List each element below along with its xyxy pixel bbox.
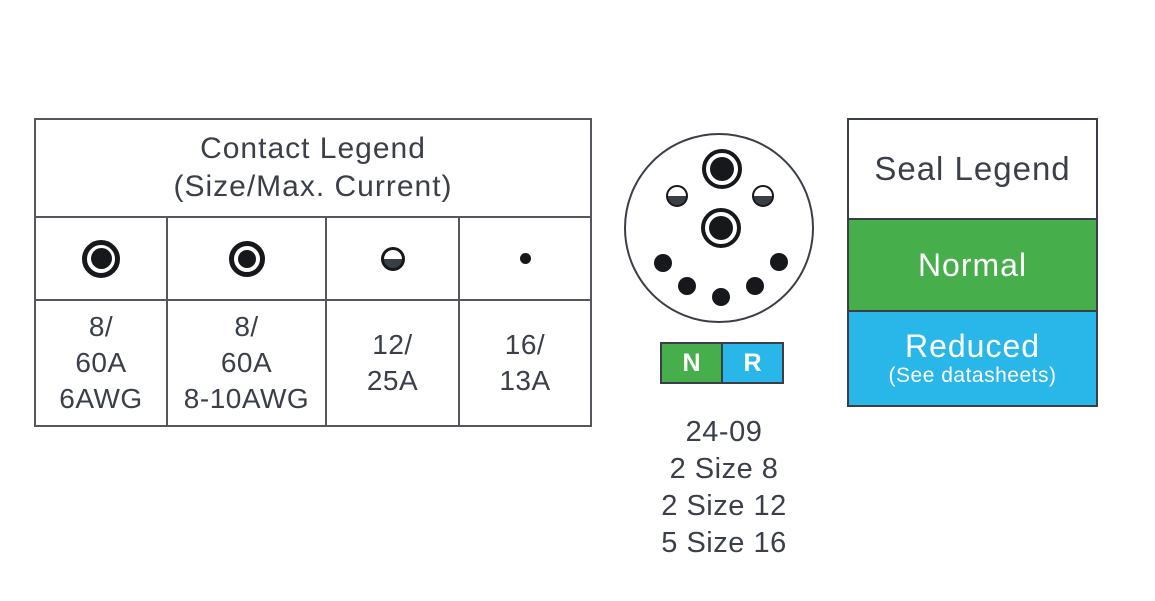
insert-arrangement-diagram xyxy=(624,133,814,323)
size16-contact-icon xyxy=(654,254,672,272)
seal-option-strip: N R xyxy=(660,342,784,384)
seal-reduced-label: Reduced xyxy=(904,328,1041,364)
size16-contact-icon xyxy=(712,288,730,306)
contact-spec-line: 60A xyxy=(220,347,273,378)
insert-size12-count: 2 Size 12 xyxy=(661,490,787,522)
insert-size8-count: 2 Size 8 xyxy=(669,453,779,485)
contact-symbol-cell xyxy=(168,218,327,301)
size16-contact-icon xyxy=(770,253,788,271)
contact-spec-line: 12/ xyxy=(372,329,413,360)
size16-contact-icon xyxy=(519,253,531,264)
contact-spec-cell: 12/ 25A xyxy=(327,301,460,425)
size8-contact-icon xyxy=(701,208,741,248)
contact-symbol-cell xyxy=(460,218,590,301)
contact-spec-line: 25A xyxy=(366,365,419,396)
contact-spec-line: 8/ xyxy=(234,311,259,342)
insert-size16-count: 5 Size 16 xyxy=(661,527,787,559)
seal-reduced-note: (See datasheets) xyxy=(888,364,1057,387)
normal-seal-badge: N xyxy=(662,344,723,382)
size12-contact-icon xyxy=(380,246,405,271)
contact-spec-line: 6AWG xyxy=(59,383,143,414)
contact-spec-cell: 16/ 13A xyxy=(460,301,590,425)
size16-contact-icon xyxy=(678,277,696,295)
contact-legend-subtitle: (Size/Max. Current) xyxy=(173,170,453,203)
seal-legend-table: Seal Legend Normal Reduced (See datashee… xyxy=(847,118,1098,407)
seal-legend-normal-row: Normal xyxy=(849,220,1096,312)
reduced-seal-letter: R xyxy=(743,348,762,377)
insert-arrangement-description: 24-09 2 Size 8 2 Size 12 5 Size 16 xyxy=(614,414,834,562)
seal-normal-label: Normal xyxy=(917,246,1028,283)
contact-legend-header: Contact Legend (Size/Max. Current) xyxy=(36,120,590,218)
size8-contact-icon xyxy=(702,149,742,189)
contact-spec-line: 8-10AWG xyxy=(183,383,310,414)
size12-contact-icon xyxy=(666,185,688,207)
contact-spec-line: 13A xyxy=(499,365,551,396)
contact-spec-cell: 8/ 60A 8-10AWG xyxy=(168,301,327,425)
size12-contact-icon xyxy=(752,185,774,207)
contact-legend-title: Contact Legend xyxy=(200,132,426,165)
normal-seal-letter: N xyxy=(682,348,701,377)
seal-legend-header: Seal Legend xyxy=(849,120,1096,220)
contact-spec-line: 60A xyxy=(75,347,127,378)
size16-contact-icon xyxy=(746,277,764,295)
seal-legend-title: Seal Legend xyxy=(874,150,1071,187)
contact-symbol-cell xyxy=(36,218,168,301)
contact-spec-line: 16/ xyxy=(504,329,546,360)
seal-legend-reduced-row: Reduced (See datasheets) xyxy=(849,312,1096,405)
contact-spec-cell: 8/ 60A 6AWG xyxy=(36,301,168,425)
size8-contact-icon xyxy=(82,239,120,278)
contact-legend-table: Contact Legend (Size/Max. Current) 8/ 60… xyxy=(34,118,592,427)
contact-spec-line: 8/ xyxy=(88,311,114,342)
insert-arrangement-number: 24-09 xyxy=(685,416,763,448)
contact-symbol-cell xyxy=(327,218,460,301)
reduced-seal-badge: R xyxy=(723,344,782,382)
size8-reduced-contact-icon xyxy=(228,240,265,277)
